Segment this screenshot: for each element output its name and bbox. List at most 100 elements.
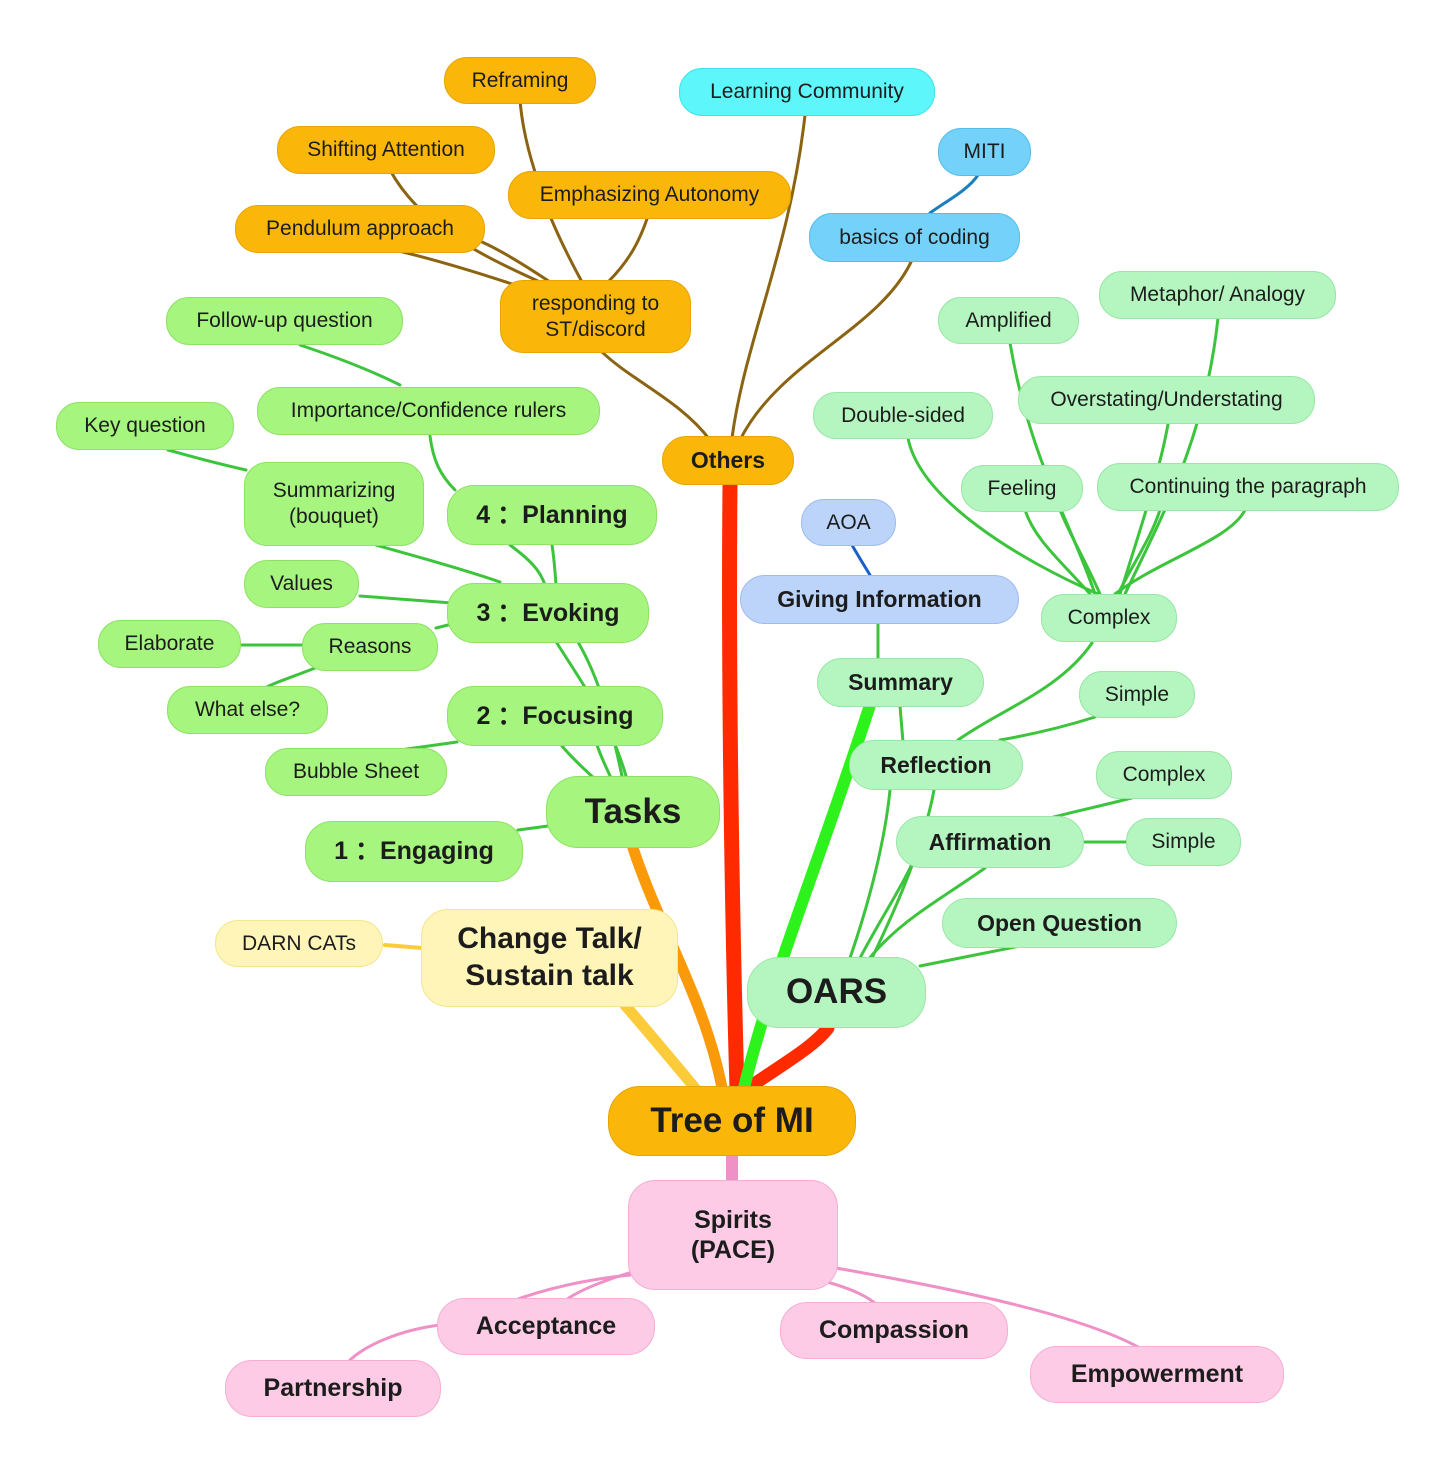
summary-label: Summary: [848, 669, 953, 696]
follow-up-question-label: Follow-up question: [196, 309, 373, 333]
reflection-complex-label: Complex: [1067, 606, 1151, 630]
reflection-simple-node[interactable]: Simple: [1079, 671, 1195, 718]
engaging-label: 1 ：Engaging: [334, 837, 494, 866]
feeling-label: Feeling: [987, 476, 1057, 500]
reasons-node[interactable]: Reasons: [302, 623, 438, 671]
link-change-darn: [383, 943, 424, 950]
miti-label: MITI: [963, 140, 1006, 164]
amplified-node[interactable]: Amplified: [938, 297, 1079, 344]
link-affirmation-complex: [1048, 795, 1137, 820]
tree-of-mi-label: Tree of MI: [650, 1100, 814, 1140]
basics-of-coding-label: basics of coding: [839, 225, 990, 249]
bubble-sheet-node[interactable]: Bubble Sheet: [265, 748, 447, 796]
feeling-node[interactable]: Feeling: [961, 465, 1083, 512]
values-node[interactable]: Values: [244, 560, 359, 608]
responding-node[interactable]: responding to ST/discord: [500, 280, 691, 353]
metaphor-analogy-node[interactable]: Metaphor/ Analogy: [1099, 271, 1336, 319]
reflection-complex-node[interactable]: Complex: [1041, 594, 1177, 642]
importance-rulers-label: Importance/Confidence rulers: [290, 399, 567, 423]
link-responding-emphasizing: [548, 214, 584, 284]
empowerment-label: Empowerment: [1070, 1360, 1244, 1389]
values-label: Values: [270, 572, 333, 596]
link-oars-affirmation: [866, 866, 987, 962]
reflection-node[interactable]: Reflection: [849, 740, 1023, 790]
learning-community-node[interactable]: Learning Community: [679, 68, 935, 116]
spirits-node[interactable]: Spirits (PACE): [628, 1180, 838, 1290]
overstating-understating-node[interactable]: Overstating/Understating: [1018, 376, 1315, 424]
others-label: Others: [690, 447, 766, 474]
link-summarizing-key: [166, 448, 248, 472]
link-evoking-values: [358, 594, 454, 605]
partnership-label: Partnership: [263, 1374, 403, 1403]
others-node[interactable]: Others: [662, 436, 794, 485]
importance-rulers-node[interactable]: Importance/Confidence rulers: [257, 387, 600, 435]
link-tree-oars: [738, 1021, 835, 1097]
open-question-node[interactable]: Open Question: [942, 898, 1177, 948]
focusing-node[interactable]: 2 ：Focusing: [447, 686, 663, 746]
elaborate-node[interactable]: Elaborate: [98, 620, 241, 668]
engaging-node[interactable]: 1 ：Engaging: [305, 821, 523, 882]
link-oars-affirmation-2: [858, 862, 914, 960]
change-talk-label: Change Talk/ Sustain talk: [457, 922, 642, 992]
pendulum-approach-label: Pendulum approach: [266, 217, 454, 241]
affirmation-node[interactable]: Affirmation: [896, 816, 1084, 868]
link-tree-others: [722, 477, 745, 1098]
spirits-label: Spirits (PACE): [690, 1205, 776, 1265]
reasons-label: Reasons: [328, 635, 412, 659]
tasks-label: Tasks: [584, 791, 682, 831]
change-talk-node[interactable]: Change Talk/ Sustain talk: [421, 909, 678, 1007]
link-evoking-planning: [508, 543, 547, 587]
giving-information-node[interactable]: Giving Information: [740, 575, 1019, 624]
basics-of-coding-node[interactable]: basics of coding: [809, 213, 1020, 262]
key-question-node[interactable]: Key question: [56, 402, 234, 450]
summarizing-node[interactable]: Summarizing (bouquet): [244, 462, 424, 546]
tree-of-mi-node[interactable]: Tree of MI: [608, 1086, 856, 1156]
aoa-node[interactable]: AOA: [801, 499, 896, 546]
darn-cats-label: DARN CATs: [242, 931, 356, 955]
empowerment-node[interactable]: Empowerment: [1030, 1346, 1284, 1403]
reframing-node[interactable]: Reframing: [444, 57, 596, 104]
emphasizing-autonomy-node[interactable]: Emphasizing Autonomy: [508, 171, 791, 219]
overstating-understating-label: Overstating/Understating: [1050, 388, 1283, 412]
affirmation-simple-node[interactable]: Simple: [1126, 818, 1241, 866]
metaphor-analogy-label: Metaphor/ Analogy: [1129, 283, 1306, 307]
aoa-label: AOA: [826, 510, 871, 534]
continuing-paragraph-label: Continuing the paragraph: [1129, 475, 1367, 499]
link-others-basics: [738, 258, 914, 442]
what-else-node[interactable]: What else?: [167, 686, 328, 734]
evoking-node[interactable]: 3 ：Evoking: [447, 583, 649, 643]
reflection-simple-label: Simple: [1104, 682, 1170, 706]
compassion-node[interactable]: Compassion: [780, 1302, 1008, 1359]
open-question-label: Open Question: [977, 909, 1142, 936]
tasks-node[interactable]: Tasks: [546, 776, 720, 848]
link-acceptance-partnership: [346, 1323, 442, 1364]
affirmation-complex-node[interactable]: Complex: [1096, 751, 1232, 799]
link-spirits-empowerment: [834, 1266, 1142, 1350]
link-planning-importance: [428, 434, 457, 492]
link-responding-emphasizing-2: [606, 214, 650, 284]
link-emphasizing-reframing: [518, 98, 537, 174]
continuing-paragraph-node[interactable]: Continuing the paragraph: [1097, 463, 1399, 511]
summarizing-label: Summarizing (bouquet): [272, 479, 396, 528]
affirmation-simple-label: Simple: [1151, 830, 1216, 854]
pendulum-approach-node[interactable]: Pendulum approach: [235, 205, 485, 253]
link-tasks-focusing-2: [560, 744, 598, 782]
shifting-attention-node[interactable]: Shifting Attention: [277, 126, 495, 174]
link-oars-reflection-2: [870, 788, 936, 960]
giving-information-label: Giving Information: [777, 586, 982, 613]
double-sided-node[interactable]: Double-sided: [813, 392, 993, 439]
link-complex-feeling: [1023, 508, 1092, 596]
affirmation-label: Affirmation: [928, 828, 1052, 855]
summary-node[interactable]: Summary: [817, 658, 984, 707]
planning-node[interactable]: 4 ：Planning: [447, 485, 657, 545]
darn-cats-node[interactable]: DARN CATs: [215, 920, 383, 967]
what-else-label: What else?: [194, 698, 301, 722]
double-sided-label: Double-sided: [841, 403, 965, 427]
link-responding-pendulum-2: [480, 240, 552, 284]
follow-up-question-node[interactable]: Follow-up question: [166, 297, 403, 345]
miti-node[interactable]: MITI: [938, 128, 1031, 176]
partnership-node[interactable]: Partnership: [225, 1360, 441, 1417]
oars-node[interactable]: OARS: [747, 957, 926, 1028]
acceptance-node[interactable]: Acceptance: [437, 1298, 655, 1355]
affirmation-complex-label: Complex: [1122, 763, 1206, 787]
